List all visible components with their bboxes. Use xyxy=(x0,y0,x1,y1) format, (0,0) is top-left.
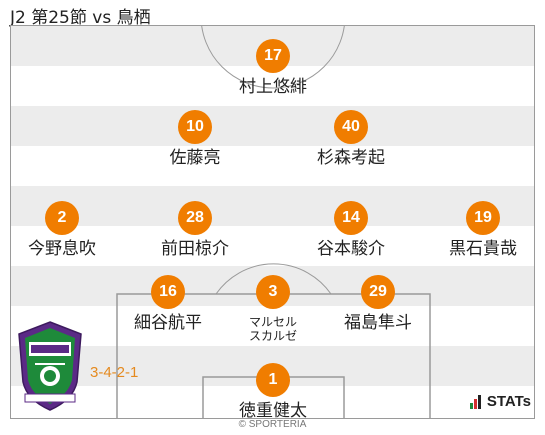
player-number: 19 xyxy=(466,201,500,235)
player-number: 29 xyxy=(361,275,395,309)
player-number: 17 xyxy=(256,39,290,73)
player-number: 3 xyxy=(256,275,290,309)
player-28[interactable]: 28 前田椋介 xyxy=(140,201,250,259)
player-name: マルセル スカルゼ xyxy=(248,315,297,343)
stats-label: STATs xyxy=(486,393,531,410)
player-name: 村上悠緋 xyxy=(239,77,307,97)
stats-bars-icon xyxy=(469,394,482,409)
player-name: 谷本駿介 xyxy=(317,239,385,259)
player-number: 2 xyxy=(45,201,79,235)
player-number: 10 xyxy=(178,110,212,144)
player-number: 16 xyxy=(151,275,185,309)
player-name: 佐藤亮 xyxy=(169,148,221,168)
player-name: 徳重健太 xyxy=(239,401,307,419)
player-16[interactable]: 16 細谷航平 xyxy=(113,275,223,333)
stats-logo[interactable]: STATs xyxy=(469,393,531,410)
player-name: 杉森考起 xyxy=(317,148,385,168)
club-crest-icon xyxy=(18,321,82,411)
copyright-credit: © SPORTERIA xyxy=(238,419,307,430)
player-name: 福島隼斗 xyxy=(344,313,412,333)
player-number: 1 xyxy=(256,363,290,397)
player-number: 14 xyxy=(334,201,368,235)
player-40[interactable]: 40 杉森考起 xyxy=(296,110,406,168)
pitch: 17 村上悠緋 10 佐藤亮 40 杉森考起 2 今野息吹 28 前田椋介 14… xyxy=(10,25,535,419)
player-number: 40 xyxy=(334,110,368,144)
player-name: 細谷航平 xyxy=(134,313,202,333)
player-1[interactable]: 1 徳重健太 xyxy=(218,363,328,419)
player-29[interactable]: 29 福島隼斗 xyxy=(323,275,433,333)
player-3[interactable]: 3 マルセル スカルゼ xyxy=(218,275,328,343)
player-number: 28 xyxy=(178,201,212,235)
player-2[interactable]: 2 今野息吹 xyxy=(11,201,117,259)
player-17[interactable]: 17 村上悠緋 xyxy=(218,39,328,97)
player-name: 今野息吹 xyxy=(28,239,96,259)
formation-label: 3-4-2-1 xyxy=(90,364,139,381)
player-name: 前田椋介 xyxy=(161,239,229,259)
player-name: 黒石貴哉 xyxy=(449,239,517,259)
player-10[interactable]: 10 佐藤亮 xyxy=(140,110,250,168)
player-14[interactable]: 14 谷本駿介 xyxy=(296,201,406,259)
match-title: J2 第25節 vs 鳥栖 xyxy=(10,8,151,28)
player-19[interactable]: 19 黒石貴哉 xyxy=(428,201,534,259)
